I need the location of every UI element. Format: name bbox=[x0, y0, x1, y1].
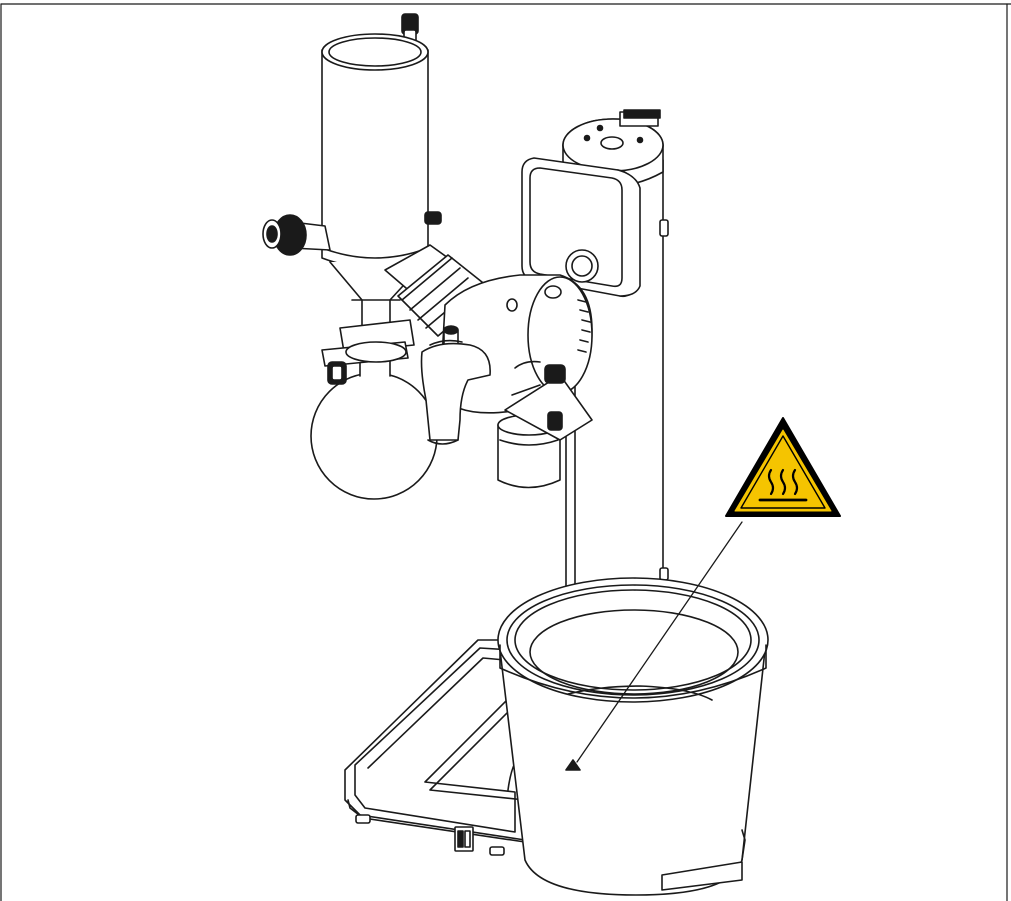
condenser bbox=[262, 13, 442, 331]
control-panel bbox=[521, 157, 641, 298]
heating-bath-surface-marker bbox=[565, 759, 581, 771]
control-knob bbox=[565, 249, 599, 283]
heating-bath bbox=[497, 577, 769, 896]
hot-surface-warning-icon bbox=[725, 417, 841, 517]
figure-border bbox=[0, 3, 1011, 901]
flask-clamp bbox=[321, 319, 415, 385]
angle-scale bbox=[577, 299, 591, 353]
lower-arm-vessel bbox=[497, 360, 593, 489]
hot-surface-callout bbox=[576, 417, 841, 763]
vapor-duct bbox=[384, 244, 493, 337]
power-switch bbox=[454, 826, 474, 852]
lift-handle bbox=[420, 339, 491, 445]
base-plate bbox=[344, 639, 526, 856]
condenser-side-knob bbox=[262, 214, 307, 256]
callout-leader-line bbox=[576, 521, 743, 763]
